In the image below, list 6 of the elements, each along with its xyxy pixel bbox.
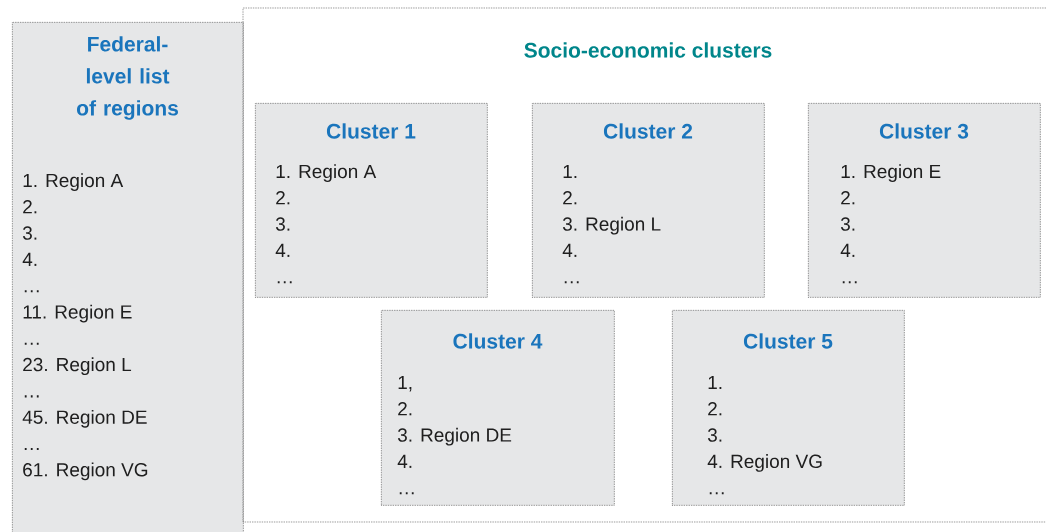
cluster-box: Cluster 3 1. Region E 2. 3. 4. … [808,103,1041,298]
cluster-box: Cluster 2 1. 2. 3. Region L 4. … [532,103,765,298]
cluster-box: Cluster 4 1, 2. 3. Region DE 4. … [381,310,615,506]
list-panel: Federal-level list of regions 1. Region A 2. 3. 4. … 11. Region E … 23. Region L … 45. Region DE … 61. Region VG [12,22,244,532]
cluster-box: Cluster 1 1. Region A 2. 3. 4. … [255,103,488,298]
cluster-box: Cluster 5 1. 2. 3. 4. Region VG … [672,310,905,506]
